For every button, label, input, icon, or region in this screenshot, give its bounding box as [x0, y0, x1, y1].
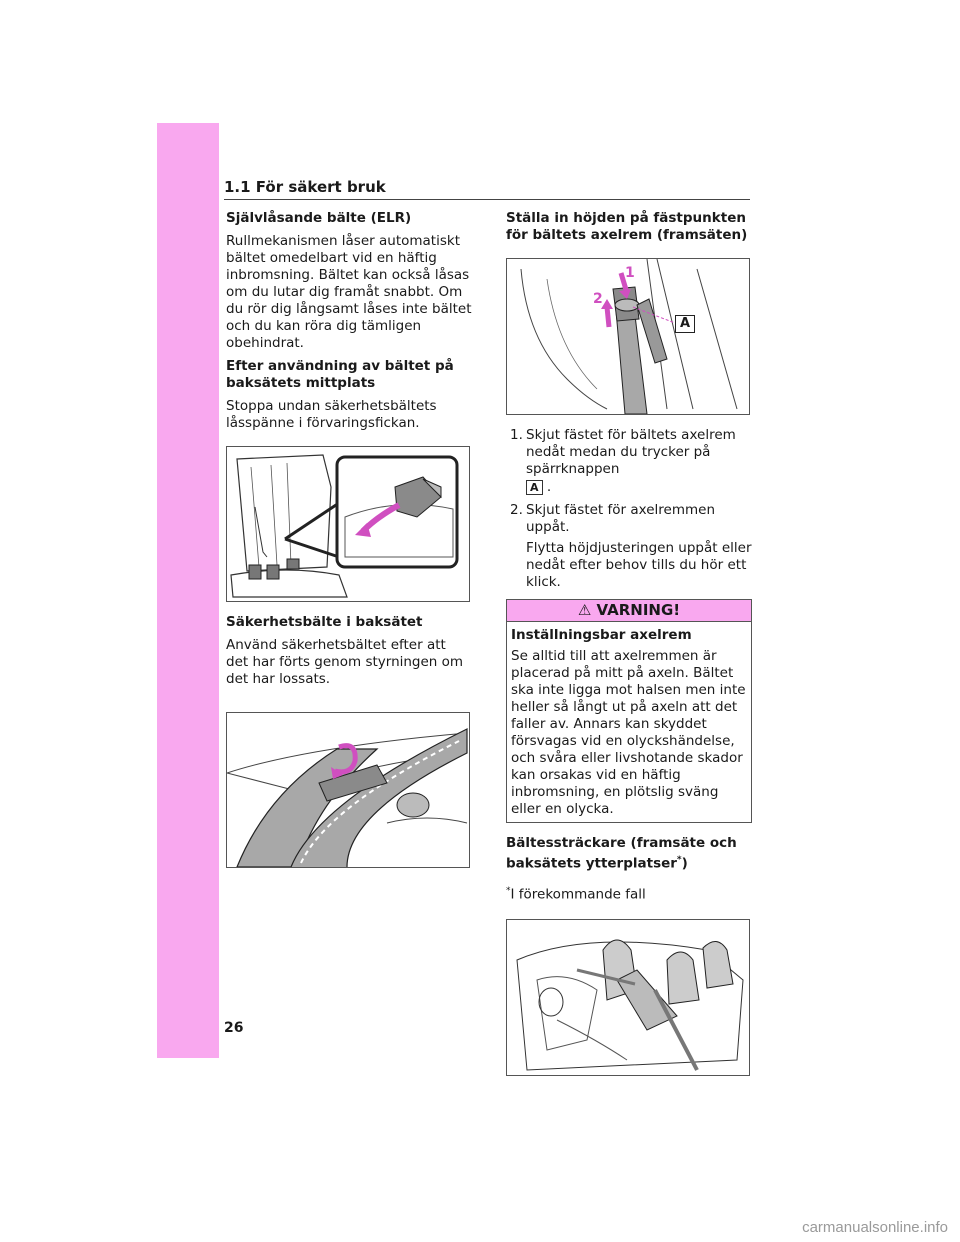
- warning-header: ⚠ VARNING!: [507, 600, 751, 622]
- elr-text: Rullmekanismen låser automatiskt bältet …: [226, 233, 472, 351]
- watermark: carmanualsonline.info: [802, 1219, 948, 1236]
- center-seat-heading: Efter användning av bältet på baksätets …: [226, 358, 454, 391]
- figure-label-1: 1: [625, 265, 635, 281]
- warning-text: Se alltid till att axelremmen är placera…: [511, 648, 746, 817]
- elr-heading: Självlåsande bälte (ELR): [226, 210, 412, 226]
- warning-title: VARNING!: [596, 601, 681, 619]
- lock-button-key: A: [526, 480, 543, 495]
- footnote: *I förekommande fall: [506, 885, 646, 903]
- figure-shoulder-anchor: 1 2 A: [506, 258, 750, 415]
- figure-belt-guide: [226, 712, 470, 868]
- warning-subheading: Inställningsbar axelrem: [511, 627, 692, 643]
- figure-label-2: 2: [593, 291, 603, 307]
- step-1-text: Skjut fästet för bältets axelrem nedåt m…: [526, 427, 736, 477]
- center-seat-text: Stoppa undan säkerhetsbältets låsspänne …: [226, 398, 437, 431]
- height-adjust-heading: Ställa in höjden på fästpunkten för bält…: [506, 210, 748, 243]
- step-1: 1. Skjut fästet för bältets axelrem nedå…: [510, 427, 736, 495]
- section-header: 1.1 För säkert bruk: [224, 178, 750, 200]
- side-tab-bar: [157, 123, 219, 1058]
- step-2-note: Flytta höjdjusteringen uppåt eller nedåt…: [526, 540, 752, 590]
- figure-pretensioner: [506, 919, 750, 1076]
- left-column: Självlåsande bälte (ELR) Rullmekanismen …: [226, 210, 472, 868]
- warning-box: ⚠ VARNING! Inställningsbar axelrem Se al…: [506, 599, 752, 823]
- warning-icon: ⚠: [577, 601, 592, 619]
- rear-belt-text: Använd säkerhetsbältet efter att det har…: [226, 637, 464, 687]
- step-2-text: Skjut fästet för axelremmen uppåt.: [526, 502, 715, 535]
- figure-buckle-storage: [226, 446, 470, 602]
- pretensioner-heading: Bältessträckare (framsäte och baksätets …: [506, 835, 737, 872]
- rear-belt-heading: Säkerhetsbälte i baksätet: [226, 614, 423, 630]
- right-column: Ställa in höjden på fästpunkten för bält…: [506, 210, 752, 1076]
- adjust-steps: 1. Skjut fästet för bältets axelrem nedå…: [506, 427, 752, 591]
- step-2: 2. Skjut fästet för axelremmen uppåt. Fl…: [510, 502, 752, 590]
- figure-label-a: A: [675, 315, 696, 333]
- page-number: 26: [224, 1020, 244, 1036]
